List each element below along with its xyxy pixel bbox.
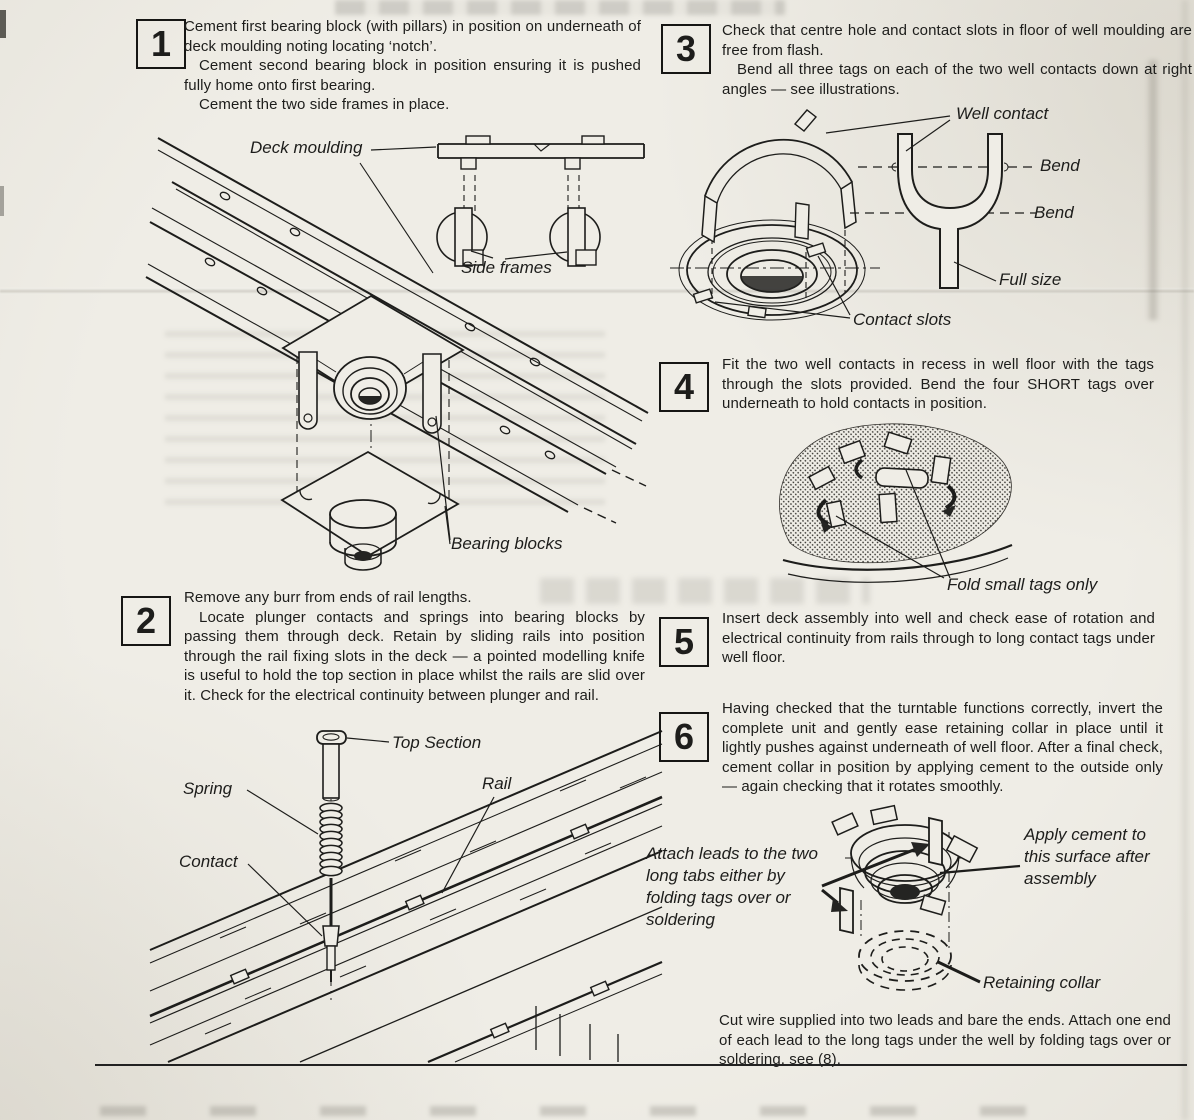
step-6-numeral: 6 [673, 716, 695, 757]
fold-tags-illustration [779, 423, 1013, 583]
callout-fold-small-tags: Fold small tags only [947, 575, 1098, 594]
full-size-contact-drawing [714, 115, 1036, 319]
callout-top-section: Top Section [392, 733, 482, 752]
bearing-blocks-drawing [280, 294, 465, 571]
step-4-numeral: 4 [673, 366, 695, 407]
footer-note-paragraph: Cut wire supplied into two leads and bar… [719, 1012, 1171, 1068]
step-1-number: 1 [136, 19, 186, 69]
step-3-paragraph-2: Bend all three tags on each of the two w… [722, 61, 1192, 98]
callout-bend-upper: Bend [1040, 156, 1080, 175]
step-4-paragraph-1: Fit the two well contacts in recess in w… [722, 356, 1154, 412]
bottom-edge-smudge [100, 1106, 1090, 1116]
retaining-collar-drawing [858, 930, 981, 991]
step-5-paragraph-1: Insert deck assembly into well and check… [722, 610, 1155, 666]
step-6-text: Having checked that the turntable functi… [722, 699, 1163, 797]
left-edge-mark-1 [0, 10, 6, 38]
step-1-text: Cement first bearing block (with pillars… [184, 17, 641, 115]
plunger-assembly-drawing [246, 730, 495, 1000]
step-4-number: 4 [659, 362, 709, 412]
hub-and-tabs-drawing [821, 804, 1021, 950]
callout-bearing-blocks: Bearing blocks [451, 534, 563, 553]
callout-side-frames: Side frames [461, 258, 552, 277]
well-floor-hub-drawing [670, 219, 880, 321]
footer-note: Cut wire supplied into two leads and bar… [719, 1011, 1171, 1070]
step-5-numeral: 5 [673, 621, 695, 662]
bottom-rule [95, 1064, 1187, 1067]
callout-deck-moulding: Deck moulding [250, 138, 363, 157]
bent-well-contact-drawing [701, 109, 857, 244]
callout-bend-lower: Bend [1034, 203, 1074, 222]
paper-streak-right [1146, 60, 1160, 320]
callout-contact-slots: Contact slots [853, 310, 952, 329]
callout-spring: Spring [183, 779, 233, 798]
left-edge-mark-2 [0, 186, 4, 216]
step-3-text: Check that centre hole and contact slots… [722, 21, 1192, 99]
callout-full-size: Full size [999, 270, 1062, 289]
callout-attach-leads: Attach leads to the two long tabs either… [646, 844, 818, 929]
callout-rail: Rail [482, 774, 512, 793]
deck-planking-drawing [149, 730, 663, 1064]
step-4-text: Fit the two well contacts in recess in w… [722, 355, 1154, 414]
bleedthrough-heading-center [540, 578, 870, 604]
step-1-paragraph-1: Cement first bearing block (with pillars… [184, 18, 641, 55]
step-3-number: 3 [661, 24, 711, 74]
step-1-paragraph-2: Cement second bearing block in position … [184, 57, 641, 94]
paper-crease-horizontal [0, 288, 1194, 294]
step-6-number: 6 [659, 712, 709, 762]
step-2-numeral: 2 [135, 600, 157, 641]
step-1-paragraph-3: Cement the two side frames in place. [199, 96, 450, 113]
step-6-paragraph-1: Having checked that the turntable functi… [722, 700, 1163, 795]
well-underside-drawing [779, 423, 1013, 583]
step-2-paragraph-1: Remove any burr from ends of rail length… [184, 589, 472, 606]
step-5-text: Insert deck assembly into well and check… [722, 609, 1155, 668]
paper-edge-right [1180, 0, 1190, 1120]
step-3-paragraph-1: Check that centre hole and contact slots… [722, 22, 1192, 59]
retaining-collar-illustration [821, 804, 1021, 991]
plunger-and-rail-illustration [149, 730, 663, 1064]
deck-cross-section-drawing [359, 135, 645, 274]
callout-well-contact: Well contact [956, 104, 1049, 123]
callout-contact: Contact [179, 852, 238, 871]
bleedthrough-heading-top [335, 0, 785, 15]
step-2-paragraph-2: Locate plunger contacts and springs into… [184, 608, 645, 704]
step-1-numeral: 1 [150, 23, 172, 64]
callout-retaining-collar: Retaining collar [983, 973, 1101, 992]
step-5-number: 5 [659, 617, 709, 667]
callout-apply-cement: Apply cement to this surface after assem… [1024, 825, 1150, 888]
step-2-text: Remove any burr from ends of rail length… [184, 588, 645, 705]
step-2-number: 2 [121, 596, 171, 646]
deck-and-bearing-blocks-illustration [145, 135, 649, 571]
well-contact-illustration [670, 109, 1036, 321]
step-3-numeral: 3 [675, 28, 697, 69]
